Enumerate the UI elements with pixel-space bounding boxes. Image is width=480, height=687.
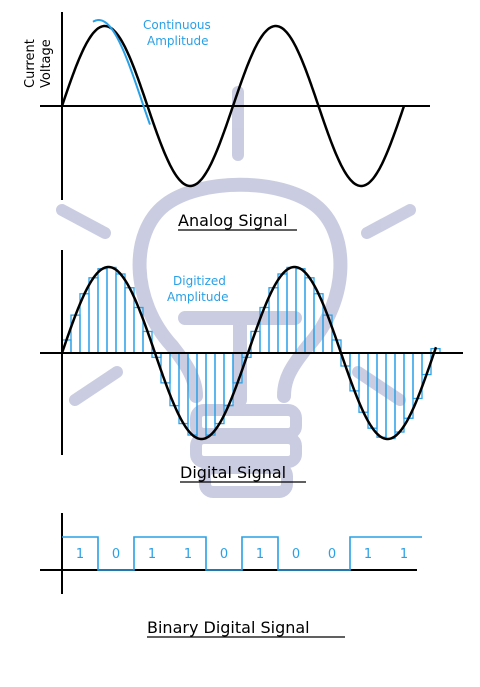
sample-bar	[403, 352, 414, 419]
sample-bar	[106, 266, 117, 354]
sample-bar	[124, 287, 135, 354]
sample-bar	[295, 268, 306, 354]
bit-label: 0	[328, 547, 336, 562]
binary-waveform	[62, 536, 422, 571]
bit-label: 1	[76, 547, 84, 562]
digital-reference-waveform	[60, 265, 438, 441]
axis-label: Current Voltage	[23, 39, 54, 88]
bit-label: 1	[400, 547, 408, 562]
bit-label: 1	[364, 547, 372, 562]
bit-label: 0	[220, 547, 228, 562]
analog-section: Continuous Amplitude Analog Signal	[40, 12, 430, 231]
binary-section: 1 0 1 1 0 1 0 0 1 1 Binary Digital Signal	[40, 513, 422, 638]
bit-label: 0	[112, 547, 120, 562]
continuous-amplitude-label-2: Amplitude	[147, 34, 209, 48]
analog-signal-title: Analog Signal	[178, 211, 288, 230]
binary-signal-title: Binary Digital Signal	[147, 618, 310, 637]
sample-bar	[88, 277, 99, 354]
bit-label: 1	[184, 547, 192, 562]
digital-signal-title: Digital Signal	[180, 463, 286, 482]
binary-bit-labels: 1 0 1 1 0 1 0 0 1 1	[76, 547, 408, 562]
sample-bar	[97, 268, 108, 354]
digitized-amplitude-label-2: Amplitude	[167, 290, 229, 304]
digitized-amplitude-label-1: Digitized	[173, 274, 226, 288]
digital-section: Digitized Amplitude Digital Signal	[40, 250, 463, 483]
sample-bar	[286, 266, 297, 354]
continuous-amplitude-trace	[92, 19, 151, 125]
axis-label-line-1: Current	[23, 39, 38, 88]
sample-bar	[205, 352, 216, 436]
sample-bar	[160, 352, 171, 384]
bit-label: 0	[292, 547, 300, 562]
analog-waveform	[60, 24, 406, 188]
sample-bar	[115, 273, 126, 354]
bit-label: 1	[148, 547, 156, 562]
bit-label: 1	[256, 547, 264, 562]
continuous-amplitude-label-1: Continuous	[143, 18, 211, 32]
axis-label-line-2: Voltage	[39, 39, 54, 88]
lightbulb-icon	[56, 86, 416, 498]
